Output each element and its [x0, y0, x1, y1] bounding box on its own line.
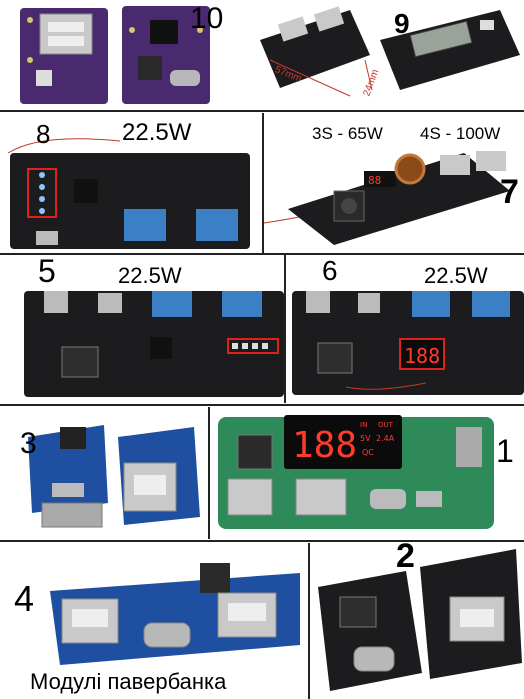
module-1-display-in: IN: [360, 421, 367, 429]
panel-module-8: 8 22.5W: [0, 113, 262, 253]
module-number-3: 3: [20, 427, 37, 460]
module-6-display-digits: 188: [404, 344, 440, 368]
pcb-module-3-image: [28, 425, 200, 528]
module-number-1: 1: [496, 433, 514, 469]
module-6-power-label: 22.5W: [424, 263, 488, 288]
pcb-module-9-image: [260, 6, 520, 97]
panel-module-9: 9 57mm 24mm: [240, 0, 524, 108]
separator-line: [0, 540, 524, 542]
panel-module-5: 5 22.5W: [0, 255, 284, 403]
module-1-display-digits: 188: [292, 425, 357, 466]
module-7-power-4s-label: 4S - 100W: [420, 124, 501, 143]
module-number-9: 9: [394, 8, 410, 39]
module-1-display-a: 2.4A: [376, 434, 395, 443]
pcb-module-6-image: 188: [292, 291, 524, 395]
panel-module-3: 3: [0, 407, 208, 539]
svg-text:88: 88: [368, 174, 381, 187]
module-number-4: 4: [14, 578, 35, 619]
module-number-7: 7: [500, 173, 519, 211]
separator-line: [308, 543, 310, 699]
separator-line: [284, 255, 286, 403]
panel-module-2: 2: [310, 543, 524, 699]
panel-module-10: 10: [0, 0, 240, 108]
pcb-module-10-image: [20, 6, 210, 104]
module-number-5: 5: [38, 255, 56, 289]
pcb-module-2-image: [318, 549, 522, 691]
module-number-10: 10: [190, 2, 224, 35]
module-8-power-label: 22.5W: [122, 119, 192, 146]
collage-caption: Модулі павербанка: [30, 669, 227, 694]
module-1-display-v: 5V: [360, 434, 371, 443]
panel-module-6: 188 6 22.5W: [286, 255, 524, 403]
pcb-module-4-image: [50, 563, 300, 665]
separator-line: [262, 113, 264, 253]
pcb-module-1-image: 188 IN OUT 5V 2.4A QC: [218, 415, 494, 529]
separator-line: [0, 404, 524, 406]
module-1-display-qc: QC: [362, 448, 374, 457]
panel-module-1: 188 IN OUT 5V 2.4A QC 1: [210, 407, 524, 539]
separator-line: [0, 253, 524, 255]
pcb-module-8-image: [7, 138, 250, 249]
module-number-8: 8: [36, 119, 51, 149]
panel-module-4: 4 Модулі павербанка: [0, 543, 308, 699]
module-number-2: 2: [396, 543, 415, 575]
separator-line: [0, 110, 524, 112]
module-1-display-out: OUT: [378, 421, 394, 429]
module-number-6: 6: [322, 255, 338, 286]
pcb-module-7-image: 88: [264, 151, 510, 245]
module-7-power-3s-label: 3S - 65W: [312, 124, 383, 143]
panel-module-7: 88 3S - 65W 4S - 100W 7: [264, 113, 524, 253]
pcb-module-5-image: [24, 291, 284, 397]
separator-line: [208, 407, 210, 539]
module-5-power-label: 22.5W: [118, 263, 182, 288]
